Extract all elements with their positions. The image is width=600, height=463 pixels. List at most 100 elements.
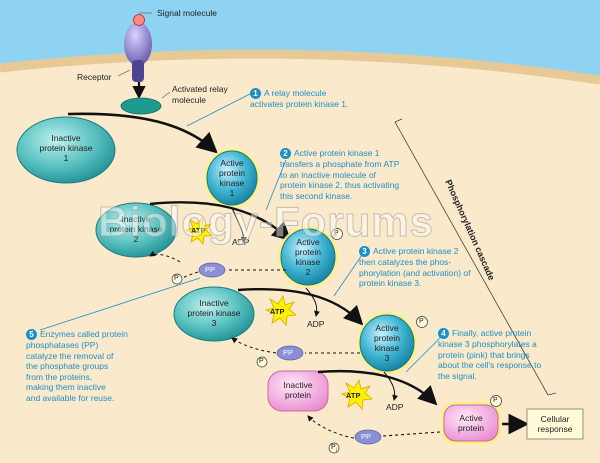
cellular-response-line1: Cellular <box>540 414 570 424</box>
active-pk2-line1: Active <box>296 237 320 247</box>
inactive-pk3-line1: Inactive <box>199 298 229 308</box>
arrow-to-active-pk3 <box>237 287 364 326</box>
pi-1-p: P <box>174 275 179 282</box>
active-pk2-line3: kinase <box>295 257 321 267</box>
step-5-line1: Enzymes called protein <box>40 329 128 339</box>
atp-to-adp-curve-1 <box>231 207 247 243</box>
active-pk2-label: Active protein kinase 2 <box>283 237 333 277</box>
pp-enzyme-2 <box>276 345 304 361</box>
inactive-pk3-line2: protein kinase <box>187 308 241 318</box>
atp-star-1 <box>184 217 213 245</box>
step-2-line1: Active protein kinase 1 <box>294 148 380 158</box>
step1-leader <box>186 93 251 127</box>
active-pk1-line4: 1 <box>229 188 235 198</box>
phosphate-active-protein <box>490 395 502 407</box>
step-5-line5: from the proteins, <box>26 371 93 382</box>
step-4-line2: kinase 3 phosphorylates a <box>438 339 537 349</box>
atp-star-2 <box>264 294 297 326</box>
arrow-to-active-pk2 <box>149 201 292 242</box>
active-pk1-line3: kinase <box>219 178 245 188</box>
pp-return-2 <box>231 337 277 354</box>
step-5-number: 5 <box>26 329 37 340</box>
inactive-pk2-label: Inactive protein kinase 2 <box>101 214 171 244</box>
active-protein-label: Active protein <box>444 413 498 433</box>
inactive-pk2-line3: 2 <box>133 234 139 244</box>
pp-label-1: PP <box>205 265 216 274</box>
pp-enzyme-1 <box>198 262 226 278</box>
active-pk3-line2: protein <box>374 333 400 343</box>
active-protein <box>443 404 499 442</box>
pi-3-sub: i <box>335 447 337 454</box>
step-3-line4: protein kinase 3. <box>359 278 422 288</box>
step-5-line3: catalyze the removal of <box>26 350 114 361</box>
step-2-line4: protein kinase 2, thus activating <box>280 180 400 190</box>
step-1-line2: activates protein kinase 1. <box>250 99 349 109</box>
pi-label-1: P <box>174 274 179 284</box>
step-3-line2: then catalyzes the phos- <box>359 257 452 267</box>
cellular-response-line2: response <box>537 424 573 434</box>
receptor-leader <box>117 69 131 77</box>
pp-enzyme-3 <box>354 429 382 445</box>
pi-1 <box>171 273 183 285</box>
step2-leader <box>265 159 287 211</box>
atp-label-2: ATP <box>270 307 285 316</box>
active-pk2-line2: protein <box>295 247 321 257</box>
pi-2 <box>256 356 268 368</box>
p-label-pk2: P <box>334 230 339 237</box>
active-pk1-line1: Active <box>220 158 244 168</box>
active-protein-kinase-3 <box>359 314 415 372</box>
step-2-line2: transfers a phosphate from ATP <box>280 159 400 169</box>
active-protein-kinase-1 <box>206 150 258 206</box>
active-protein-line2: protein <box>458 423 484 433</box>
inactive-pk2-line2: protein kinase <box>109 224 163 234</box>
activated-relay-label-line1: Activated relay <box>172 84 228 94</box>
pp-label-3: PP <box>361 432 372 441</box>
pi-3 <box>328 442 340 454</box>
cellular-response-box <box>526 408 584 440</box>
inactive-protein-line2: protein <box>285 390 311 400</box>
inactive-pk1-label: Inactive protein kinase 1 <box>27 133 105 163</box>
receptor-shape <box>124 22 152 66</box>
step5-leader <box>39 277 201 331</box>
pi-label-2: P <box>259 357 264 367</box>
active-protein-line1: Active <box>459 413 483 423</box>
active-pk3-line3: kinase <box>374 343 400 353</box>
relay-molecule <box>120 97 162 115</box>
arrow-to-active-protein <box>317 369 438 406</box>
p-label-pk3: P <box>419 318 424 325</box>
step-4-line4: about the cell's response to <box>438 360 542 370</box>
phosphate-pk2 <box>331 228 343 240</box>
inactive-protein-label: Inactive protein <box>268 380 328 400</box>
activated-relay-label-line2: molecule <box>172 95 207 105</box>
inactive-pk3-label: Inactive protein kinase 3 <box>179 298 249 328</box>
step-3-line3: phorylation (and activation) of <box>359 267 471 278</box>
pp-return-3 <box>307 415 355 439</box>
pi-2-p: P <box>259 358 264 365</box>
step-2-line5: this second kinase. <box>280 190 353 201</box>
cellular-response-label: Cellular response <box>527 414 583 434</box>
cascade-bracket-bottom <box>547 392 557 396</box>
step-1-number: 1 <box>250 88 261 99</box>
adp-label-2: ADP <box>307 319 325 329</box>
active-pk1-line2: protein <box>219 168 245 178</box>
inactive-protein <box>267 370 329 412</box>
step-4-line5: the signal. <box>438 370 477 381</box>
pi-label-3: Pi <box>331 443 337 455</box>
arrow-to-active-pk1 <box>67 112 218 154</box>
step-1-line1: A relay molecule <box>264 88 327 98</box>
step3-leader <box>333 251 365 297</box>
inactive-pk1-line2: protein kinase <box>39 143 93 153</box>
atp-label-1: ATP <box>191 226 206 235</box>
step-3-line1: Active protein kinase 2 <box>373 246 459 256</box>
signal-molecule-label: Signal molecule <box>157 8 218 18</box>
inactive-protein-kinase-2 <box>95 202 177 258</box>
inactive-pk1-line1: Inactive <box>51 133 81 143</box>
step-4-line1: Finally, active protein <box>452 328 532 338</box>
adp-label-1: ADP <box>232 237 250 247</box>
active-pk3-line1: Active <box>375 323 399 333</box>
